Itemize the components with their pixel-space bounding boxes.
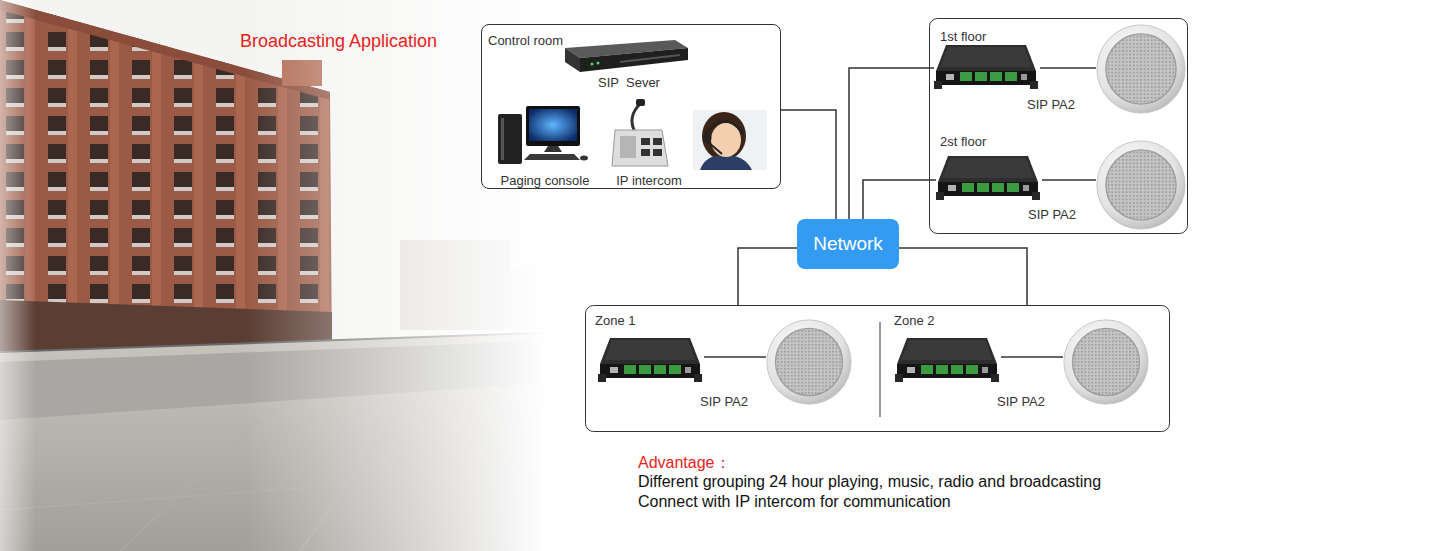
operator-picture <box>693 110 767 170</box>
sip-server-picture <box>565 40 688 72</box>
pa-devices-part <box>934 45 1038 89</box>
intercom-picture-part <box>632 104 640 130</box>
computer-picture-part <box>524 154 580 160</box>
sip-server-picture-part <box>580 48 688 72</box>
floor-region: 1st floorSIP PA2 <box>929 18 1188 126</box>
computer-picture-part <box>529 109 577 141</box>
intercom-picture-part <box>636 99 645 106</box>
ceiling-speakers <box>767 25 1185 404</box>
intercom-picture-part <box>653 138 662 145</box>
network-node: Network <box>797 219 899 269</box>
device-label: SIP PA2 <box>997 394 1045 410</box>
group-frames-part <box>930 19 1188 234</box>
network-cable <box>738 248 797 305</box>
pa-device-node: SIP PA2 <box>934 40 1080 115</box>
group-frames-part <box>482 25 781 189</box>
intercom-picture-part <box>641 138 650 145</box>
operator-picture-part <box>703 134 712 143</box>
network-label: Network <box>813 233 883 255</box>
server-node: SIP Sever <box>566 42 692 91</box>
advantage-note-wrap: Connect with IP intercom for communicati… <box>638 492 951 511</box>
network-cable <box>781 110 836 219</box>
operator-picture-part <box>711 123 741 157</box>
device-label: SIP Sever <box>598 75 660 91</box>
device-label: SIP PA2 <box>1028 207 1076 223</box>
sip-server-picture-part <box>597 62 600 65</box>
network-cable <box>863 180 936 219</box>
diagram-title-wrap: Broadcasting Application <box>240 31 437 52</box>
group-heading: 2st floor <box>940 134 986 150</box>
pa-devices-part <box>895 338 999 382</box>
control-room-box: Control roomSIP SeverPaging console IP in… <box>481 24 781 189</box>
sip-server-picture-part <box>565 48 580 72</box>
ceiling-speakers-part <box>1064 320 1148 404</box>
computer-picture-part <box>498 114 522 164</box>
group-heading: 1st floor <box>940 29 986 45</box>
speaker-wires-part <box>1040 67 1096 69</box>
group-heading: Control room <box>488 33 563 49</box>
intercom-picture-part <box>612 130 668 166</box>
pa-device-node: SIP PA2 <box>936 150 1082 225</box>
network-cable <box>899 248 1027 305</box>
group-frames <box>482 19 1188 432</box>
ceiling-speakers-part <box>767 320 851 404</box>
floor-region: 2st floorSIP PA2 <box>929 126 1188 234</box>
advantage-heading: Advantage： <box>638 453 731 472</box>
operator-picture-part <box>706 121 744 134</box>
operator-picture-part <box>700 155 752 170</box>
pa-devices-part <box>598 338 702 382</box>
group-frames-part <box>586 306 1170 432</box>
computer-picture-part <box>526 106 580 146</box>
ceiling-speakers-part <box>1097 141 1185 229</box>
pa-devices-part <box>936 156 1040 200</box>
intercom-picture-part <box>653 149 662 156</box>
speaker-wires-part <box>704 356 766 358</box>
group-frames-part <box>880 322 881 417</box>
speaker-wires-part <box>1001 356 1063 358</box>
pa-device-node: SIP PA2 <box>598 340 752 412</box>
computer-picture-part <box>544 146 562 152</box>
device-label: Paging console <box>501 173 590 189</box>
operator-picture-part <box>702 112 746 160</box>
group-heading: Zone 2 <box>894 313 934 329</box>
advantage-note: Connect with IP intercom for communicati… <box>638 492 951 511</box>
pa-device-node: SIP PA2 <box>895 340 1049 412</box>
diagram-title: Broadcasting Application <box>240 31 437 52</box>
operator-picture-part <box>693 110 767 170</box>
intercom-picture <box>612 99 668 166</box>
sip-server-picture-part <box>620 55 680 62</box>
advantage-heading-wrap: Advantage： <box>638 453 731 472</box>
device-label: IP intercom <box>616 173 682 189</box>
device-label: SIP PA2 <box>700 394 748 410</box>
console-node: Paging console <box>491 106 599 189</box>
intercom-picture-part <box>620 136 636 158</box>
group-heading: Zone 1 <box>595 313 635 329</box>
network-cable <box>849 68 934 219</box>
intercom-node: IP intercom <box>609 99 689 189</box>
zone-region: Zone 1 SIP PA2 <box>585 305 880 432</box>
advantage-note: Different grouping 24 hour playing, musi… <box>638 472 1101 491</box>
computer-picture <box>498 106 588 164</box>
speaker-wires <box>704 68 1096 357</box>
zone-region: Zone 2 SIP PA2 <box>880 305 1170 432</box>
speaker-wires-part <box>1042 179 1096 181</box>
computer-picture-part <box>501 118 504 160</box>
intercom-picture-part <box>641 149 650 156</box>
ceiling-speakers-part <box>1097 25 1185 113</box>
device-label: SIP PA2 <box>1027 97 1075 113</box>
advantage-note-wrap: Different grouping 24 hour playing, musi… <box>638 472 1101 491</box>
sip-server-picture-part <box>591 63 594 66</box>
operator-picture-part <box>708 142 722 154</box>
computer-picture-part <box>580 156 588 161</box>
